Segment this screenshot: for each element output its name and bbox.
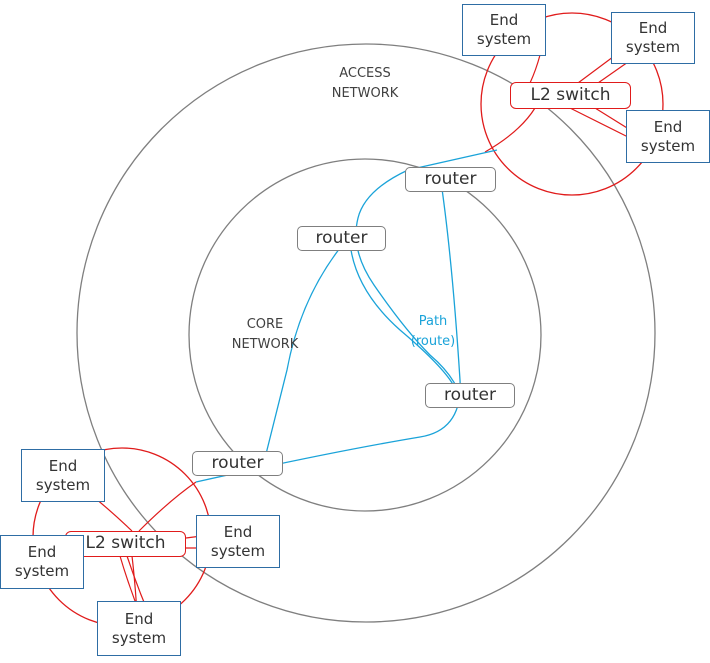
end-system-line1: End <box>124 609 154 628</box>
end-system-top-2[interactable]: End system <box>611 12 695 64</box>
lan-link <box>529 54 541 84</box>
end-system-line2: system <box>35 475 91 494</box>
lan-link <box>597 61 629 84</box>
access-network-circle <box>76 43 656 623</box>
path-label: Path (route) <box>398 312 468 351</box>
core-network-label-line2: NETWORK <box>231 336 299 352</box>
router-label: router <box>315 227 368 248</box>
access-network-label-line1: ACCESS <box>339 66 391 81</box>
access-network-label-line2: NETWORK <box>331 85 399 101</box>
l2-switch-top[interactable]: L2 switch <box>510 82 631 109</box>
l2-switch-label: L2 switch <box>85 533 166 554</box>
top-lan-circle <box>480 12 664 196</box>
router-label: router <box>211 452 264 473</box>
end-system-top-3[interactable]: End system <box>626 110 710 163</box>
end-system-bottom-2[interactable]: End system <box>196 515 280 568</box>
end-system-line2: system <box>14 562 70 580</box>
lan-link <box>484 107 536 153</box>
end-system-bottom-4[interactable]: End system <box>97 601 181 656</box>
l2-switch-bottom[interactable]: L2 switch <box>65 531 186 557</box>
end-system-line1: End <box>27 543 57 562</box>
router-label: router <box>444 384 496 405</box>
core-network-label-line1: CORE <box>246 317 284 332</box>
end-system-line2: system <box>111 628 167 647</box>
end-system-line2: system <box>476 30 532 48</box>
router-bottom-left[interactable]: router <box>192 451 283 476</box>
lan-link <box>138 481 197 532</box>
end-system-line2: system <box>625 38 681 56</box>
end-system-line1: End <box>653 117 683 136</box>
end-system-line2: system <box>210 541 266 560</box>
access-network-label: ACCESS NETWORK <box>310 64 420 103</box>
end-system-line1: End <box>48 456 78 475</box>
route-line <box>349 242 456 389</box>
router-core-left[interactable]: router <box>297 226 386 251</box>
end-system-line1: End <box>223 522 253 541</box>
lan-link <box>569 107 631 139</box>
route-line <box>261 247 341 471</box>
route-line <box>195 174 461 483</box>
path-label-line2: (route) <box>410 333 456 349</box>
end-system-line2: system <box>640 136 696 155</box>
end-system-line1: End <box>489 11 519 30</box>
core-network-label: CORE NETWORK <box>210 315 320 354</box>
end-system-line1: End <box>638 19 668 38</box>
end-system-bottom-3[interactable]: End system <box>0 535 84 589</box>
end-system-bottom-1[interactable]: End system <box>21 449 105 502</box>
path-label-line1: Path <box>418 314 448 329</box>
l2-switch-label: L2 switch <box>530 84 611 105</box>
router-core-right[interactable]: router <box>425 383 515 408</box>
core-network-circle <box>188 158 542 512</box>
router-label: router <box>424 168 477 189</box>
router-top-right[interactable]: router <box>405 167 496 192</box>
end-system-top-1[interactable]: End system <box>462 4 546 56</box>
